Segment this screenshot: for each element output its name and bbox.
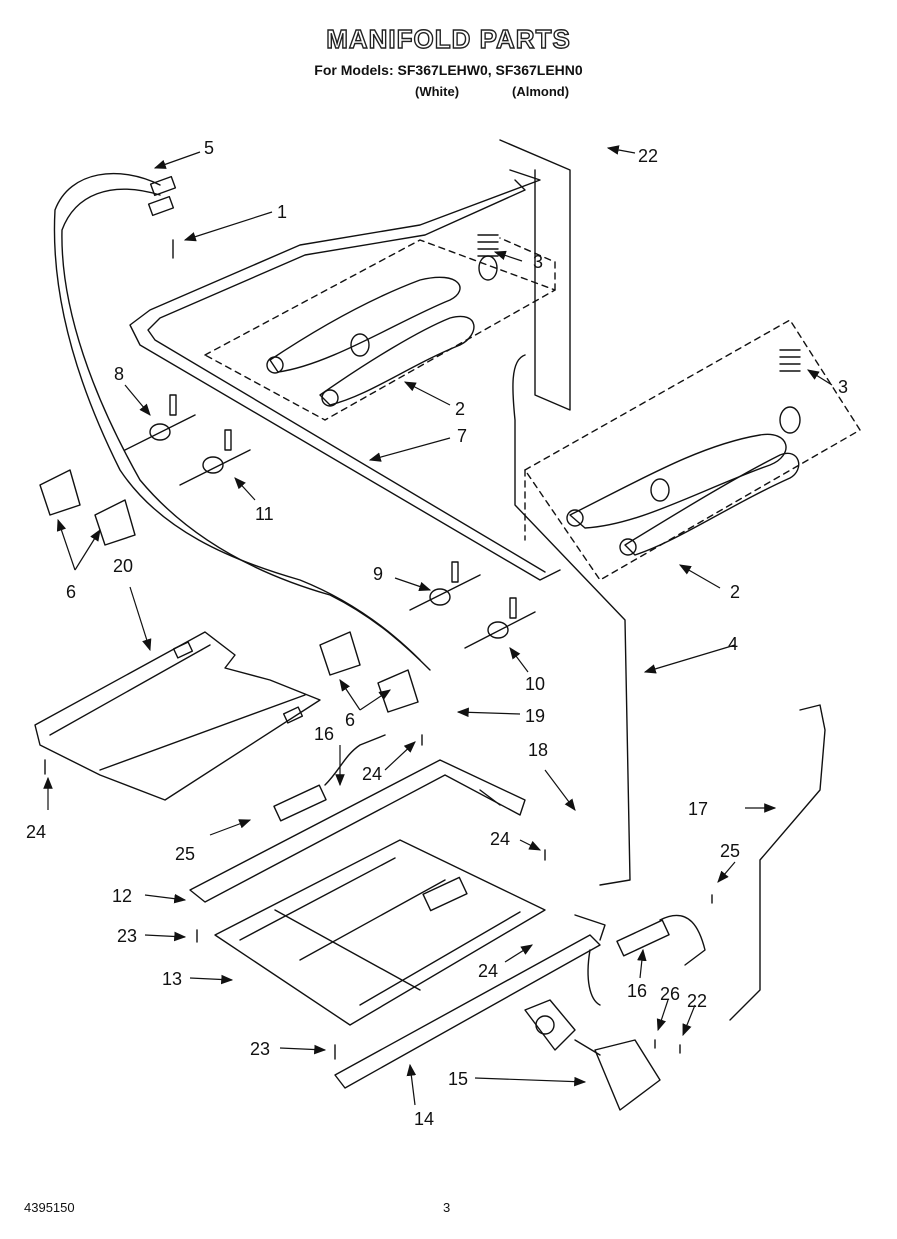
callout-22: 22 bbox=[638, 146, 658, 166]
callout-26: 26 bbox=[660, 984, 680, 1004]
callout-3: 3 bbox=[533, 252, 543, 272]
mount-bracket bbox=[499, 139, 571, 411]
callout-23: 23 bbox=[250, 1039, 270, 1059]
right-burner-tube-2 bbox=[624, 452, 800, 556]
bake-burner-baffle bbox=[214, 839, 546, 1026]
callout-24: 24 bbox=[490, 829, 510, 849]
callout-4: 4 bbox=[728, 634, 738, 654]
callout-22: 22 bbox=[687, 991, 707, 1011]
callout-1: 1 bbox=[277, 202, 287, 222]
callout-7: 7 bbox=[457, 426, 467, 446]
broil-burner bbox=[334, 934, 601, 1089]
page-title: MANIFOLD PARTS bbox=[325, 23, 571, 54]
callout-20: 20 bbox=[113, 556, 133, 576]
callout-18: 18 bbox=[528, 740, 548, 760]
callout-25: 25 bbox=[720, 841, 740, 861]
right-burner-tube bbox=[569, 433, 787, 529]
right-burner-box bbox=[524, 319, 861, 581]
callout-17: 17 bbox=[688, 799, 708, 819]
gas-tube-17 bbox=[729, 704, 826, 1021]
callout-11: 11 bbox=[255, 504, 274, 524]
heat-shield bbox=[34, 631, 321, 801]
callout-12: 12 bbox=[112, 886, 132, 906]
part-number: 4395150 bbox=[24, 1200, 75, 1215]
callout-23: 23 bbox=[117, 926, 137, 946]
callout-5: 5 bbox=[204, 138, 214, 158]
callout-2: 2 bbox=[455, 399, 465, 419]
wire-harness bbox=[53, 173, 421, 661]
callout-labels: 1 2 2 3 3 4 5 6 6 7 8 9 10 11 12 13 14 1… bbox=[26, 138, 848, 1129]
bake-burner-tube bbox=[189, 759, 526, 903]
callout-9: 9 bbox=[373, 564, 383, 584]
callout-24: 24 bbox=[26, 822, 46, 842]
callout-15: 15 bbox=[448, 1069, 468, 1089]
models-line: For Models: SF367LEHW0, SF367LEHN0 bbox=[314, 62, 583, 78]
top-burner-tube bbox=[269, 276, 461, 373]
top-burner-tube-2 bbox=[319, 315, 475, 406]
gas-tube bbox=[512, 354, 631, 886]
callout-24: 24 bbox=[478, 961, 498, 981]
callout-24: 24 bbox=[362, 764, 382, 784]
callout-6: 6 bbox=[66, 582, 76, 602]
callout-25: 25 bbox=[175, 844, 195, 864]
callout-19: 19 bbox=[525, 706, 545, 726]
callout-6: 6 bbox=[345, 710, 355, 730]
manifold-pipe bbox=[129, 169, 561, 581]
valve-11 bbox=[179, 429, 251, 486]
valve-10 bbox=[464, 597, 536, 649]
callout-14: 14 bbox=[414, 1109, 434, 1129]
callout-2: 2 bbox=[730, 582, 740, 602]
safety-valve bbox=[594, 1039, 661, 1111]
top-burner-box bbox=[204, 239, 556, 421]
callout-3: 3 bbox=[838, 377, 848, 397]
page-number: 3 bbox=[443, 1200, 451, 1215]
valve-8 bbox=[124, 394, 196, 451]
callout-8: 8 bbox=[114, 364, 124, 384]
callout-16: 16 bbox=[627, 981, 647, 1001]
valve-9 bbox=[409, 561, 481, 611]
callout-16: 16 bbox=[314, 724, 334, 744]
variant-white-label: (White) bbox=[415, 84, 460, 99]
callout-13: 13 bbox=[162, 969, 182, 989]
callout-10: 10 bbox=[525, 674, 545, 694]
variant-almond-label: (Almond) bbox=[512, 84, 570, 99]
